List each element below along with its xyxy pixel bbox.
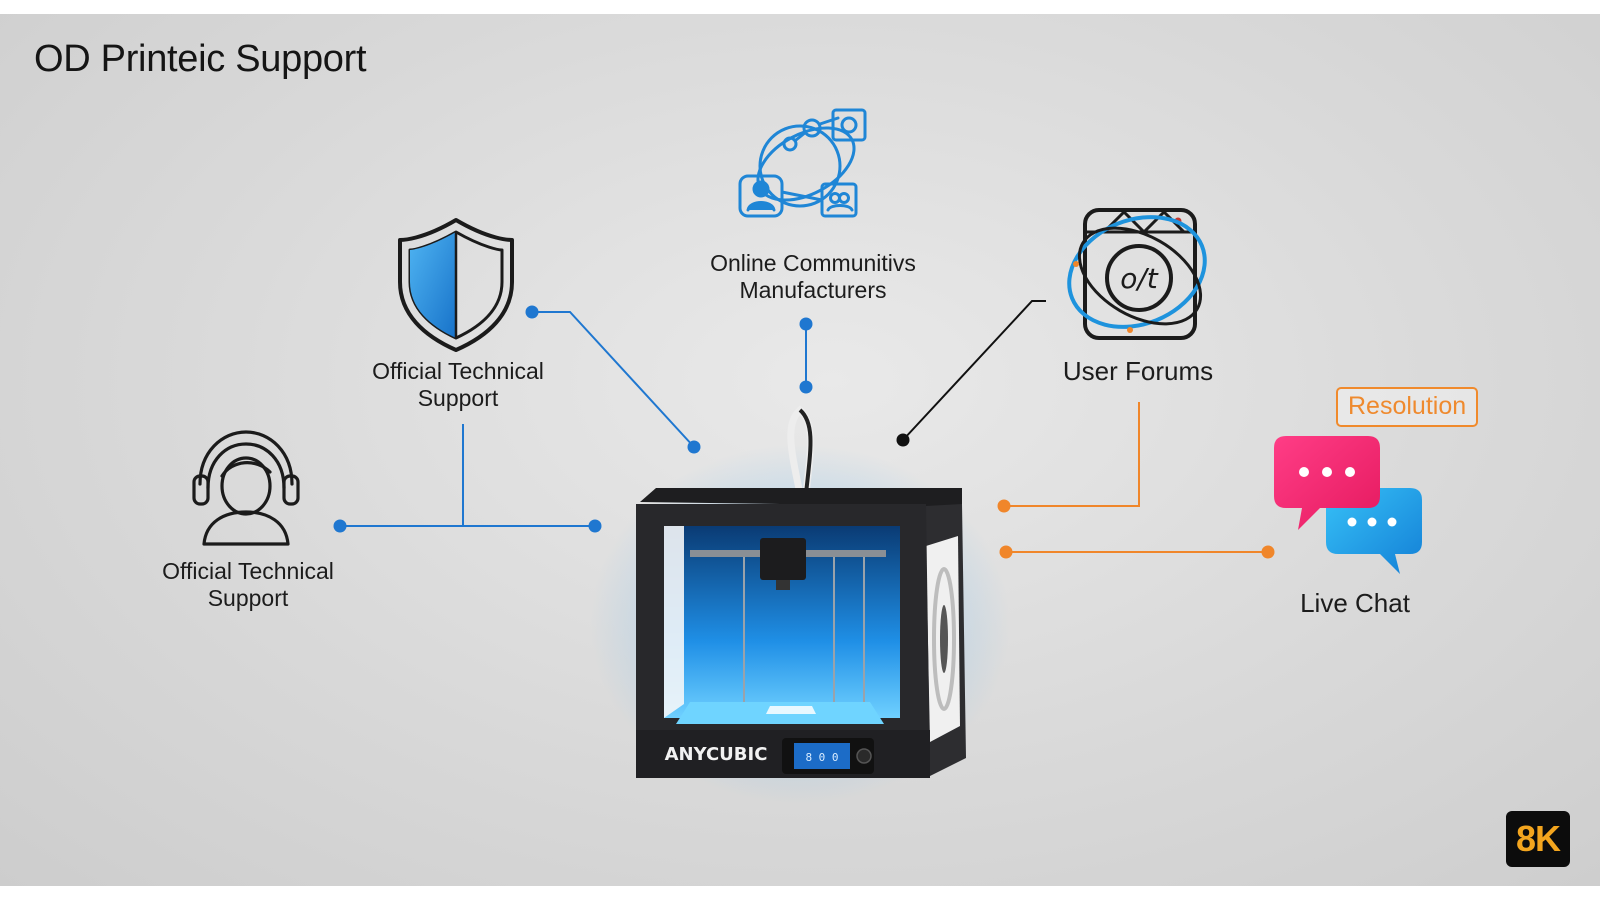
connector-forums-to-printer <box>896 300 1046 447</box>
3d-printer-icon: ANYCUBIC 8 0 0 <box>590 405 1010 804</box>
shield-support-label-line2: Support <box>417 385 499 411</box>
network-community-icon <box>738 108 867 218</box>
connector-forums-to-chat <box>997 402 1140 513</box>
page-title: OD Printeic Support <box>34 38 367 80</box>
user-forums-label: User Forums <box>1062 356 1214 386</box>
connector-shield-to-printer <box>525 305 701 454</box>
headset-support-label-line1: Official Technical <box>162 558 334 584</box>
8k-badge: 8K <box>1506 811 1570 867</box>
svg-text:o/t: o/t <box>1120 262 1159 295</box>
community-label-line2: Manufacturers <box>739 277 887 303</box>
headset-person-icon <box>192 430 300 546</box>
connector-layer: o/t <box>192 108 1422 804</box>
headset-support-label-line2: Support <box>207 585 289 611</box>
diagram-canvas: OD Printeic Support <box>0 14 1600 886</box>
shield-support-label: Official Technical Support <box>368 358 548 412</box>
community-label: Online Communitivs Manufacturers <box>702 250 924 304</box>
shield-support-label-line1: Official Technical <box>372 358 544 384</box>
live-chat-label: Live Chat <box>1300 588 1410 618</box>
community-label-line1: Online Communitivs <box>710 250 916 276</box>
svg-text:8 0 0: 8 0 0 <box>805 751 838 764</box>
headset-support-label: Official Technical Support <box>152 558 344 612</box>
connector-chat-to-printer <box>999 545 1275 559</box>
chat-bubbles-icon <box>1274 436 1422 574</box>
connector-community-to-printer <box>799 317 813 394</box>
shield-icon <box>398 218 514 352</box>
resolution-tag: Resolution <box>1336 387 1479 427</box>
connector-headset-to-printer <box>333 424 602 533</box>
globe-forum-icon: o/t <box>1067 208 1207 340</box>
printer-brand-label: ANYCUBIC <box>665 744 768 765</box>
